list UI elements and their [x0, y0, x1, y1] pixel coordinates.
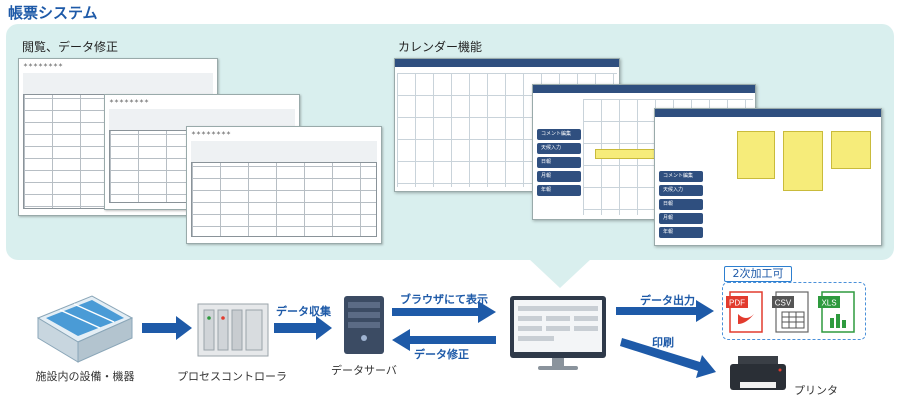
arrow-to-file-output [616, 300, 714, 322]
arrow-browser-to-server [392, 329, 496, 351]
menu-annual-report-2[interactable]: 年報 [659, 227, 703, 238]
xls-file-icon: XLS [818, 291, 855, 333]
menu-annual-report[interactable]: 年報 [537, 185, 581, 196]
svg-text:PDF: PDF [729, 299, 745, 308]
sticky-note [737, 131, 775, 179]
printer-icon [730, 356, 786, 390]
arrow-print-label: 印刷 [652, 336, 674, 349]
menu-monthly-report-2[interactable]: 月報 [659, 213, 703, 224]
menu-weather-input[interactable]: 天候入力 [537, 143, 581, 154]
arrow-collect-label: データ収集 [276, 305, 331, 318]
menu-daily-report-2[interactable]: 日報 [659, 199, 703, 210]
secondary-processing-badge: 2次加工可 [724, 266, 792, 282]
page-title: 帳票システム [8, 4, 98, 22]
equipment-caption: 施設内の設備・機器 [35, 370, 135, 383]
sticky-note [783, 131, 823, 191]
svg-text:CSV: CSV [775, 299, 792, 308]
arrow-to-printer [620, 338, 716, 378]
controller-caption: プロセスコントローラ [177, 370, 287, 383]
panel-pointer [528, 258, 592, 288]
menu-daily-report[interactable]: 日報 [537, 157, 581, 168]
report-header: ＊＊＊＊＊＊＊＊ [23, 63, 64, 69]
sticky-note [831, 131, 871, 169]
menu-monthly-report[interactable]: 月報 [537, 171, 581, 182]
svg-text:XLS: XLS [821, 299, 836, 308]
printer-caption: プリンタ [794, 384, 838, 397]
calendar-side-menu-2: コメント編集 天候入力 日報 月報 年報 [659, 171, 703, 238]
view-edit-label: 閲覧、データ修正 [22, 40, 119, 54]
process-controller-icon [197, 303, 269, 357]
report-document-3: ＊＊＊＊＊＊＊＊ [186, 126, 382, 244]
pdf-file-icon: PDF [726, 291, 763, 333]
monitor-icon [510, 296, 606, 370]
arrow-output-label: データ出力 [640, 294, 695, 307]
arrow-controller-to-server [274, 316, 332, 340]
calendar-label: カレンダー機能 [398, 40, 483, 54]
server-caption: データサーバ [331, 364, 397, 377]
data-server-icon [344, 296, 384, 354]
arrow-browser-label: ブラウザにて表示 [400, 293, 488, 306]
menu-weather-input-2[interactable]: 天候入力 [659, 185, 703, 196]
calendar-screen-3: コメント編集 天候入力 日報 月報 年報 [654, 108, 882, 246]
calendar-side-menu: コメント編集 天候入力 日報 月報 年報 [537, 129, 581, 196]
facility-equipment-icon [36, 295, 134, 363]
arrow-edit-label: データ修正 [414, 348, 469, 361]
menu-comment-edit[interactable]: コメント編集 [537, 129, 581, 140]
arrow-server-to-browser [392, 301, 496, 323]
file-output-group [722, 282, 866, 340]
menu-comment-edit-2[interactable]: コメント編集 [659, 171, 703, 182]
arrow-equipment-to-controller [142, 316, 192, 340]
csv-file-icon: CSV [772, 291, 809, 333]
